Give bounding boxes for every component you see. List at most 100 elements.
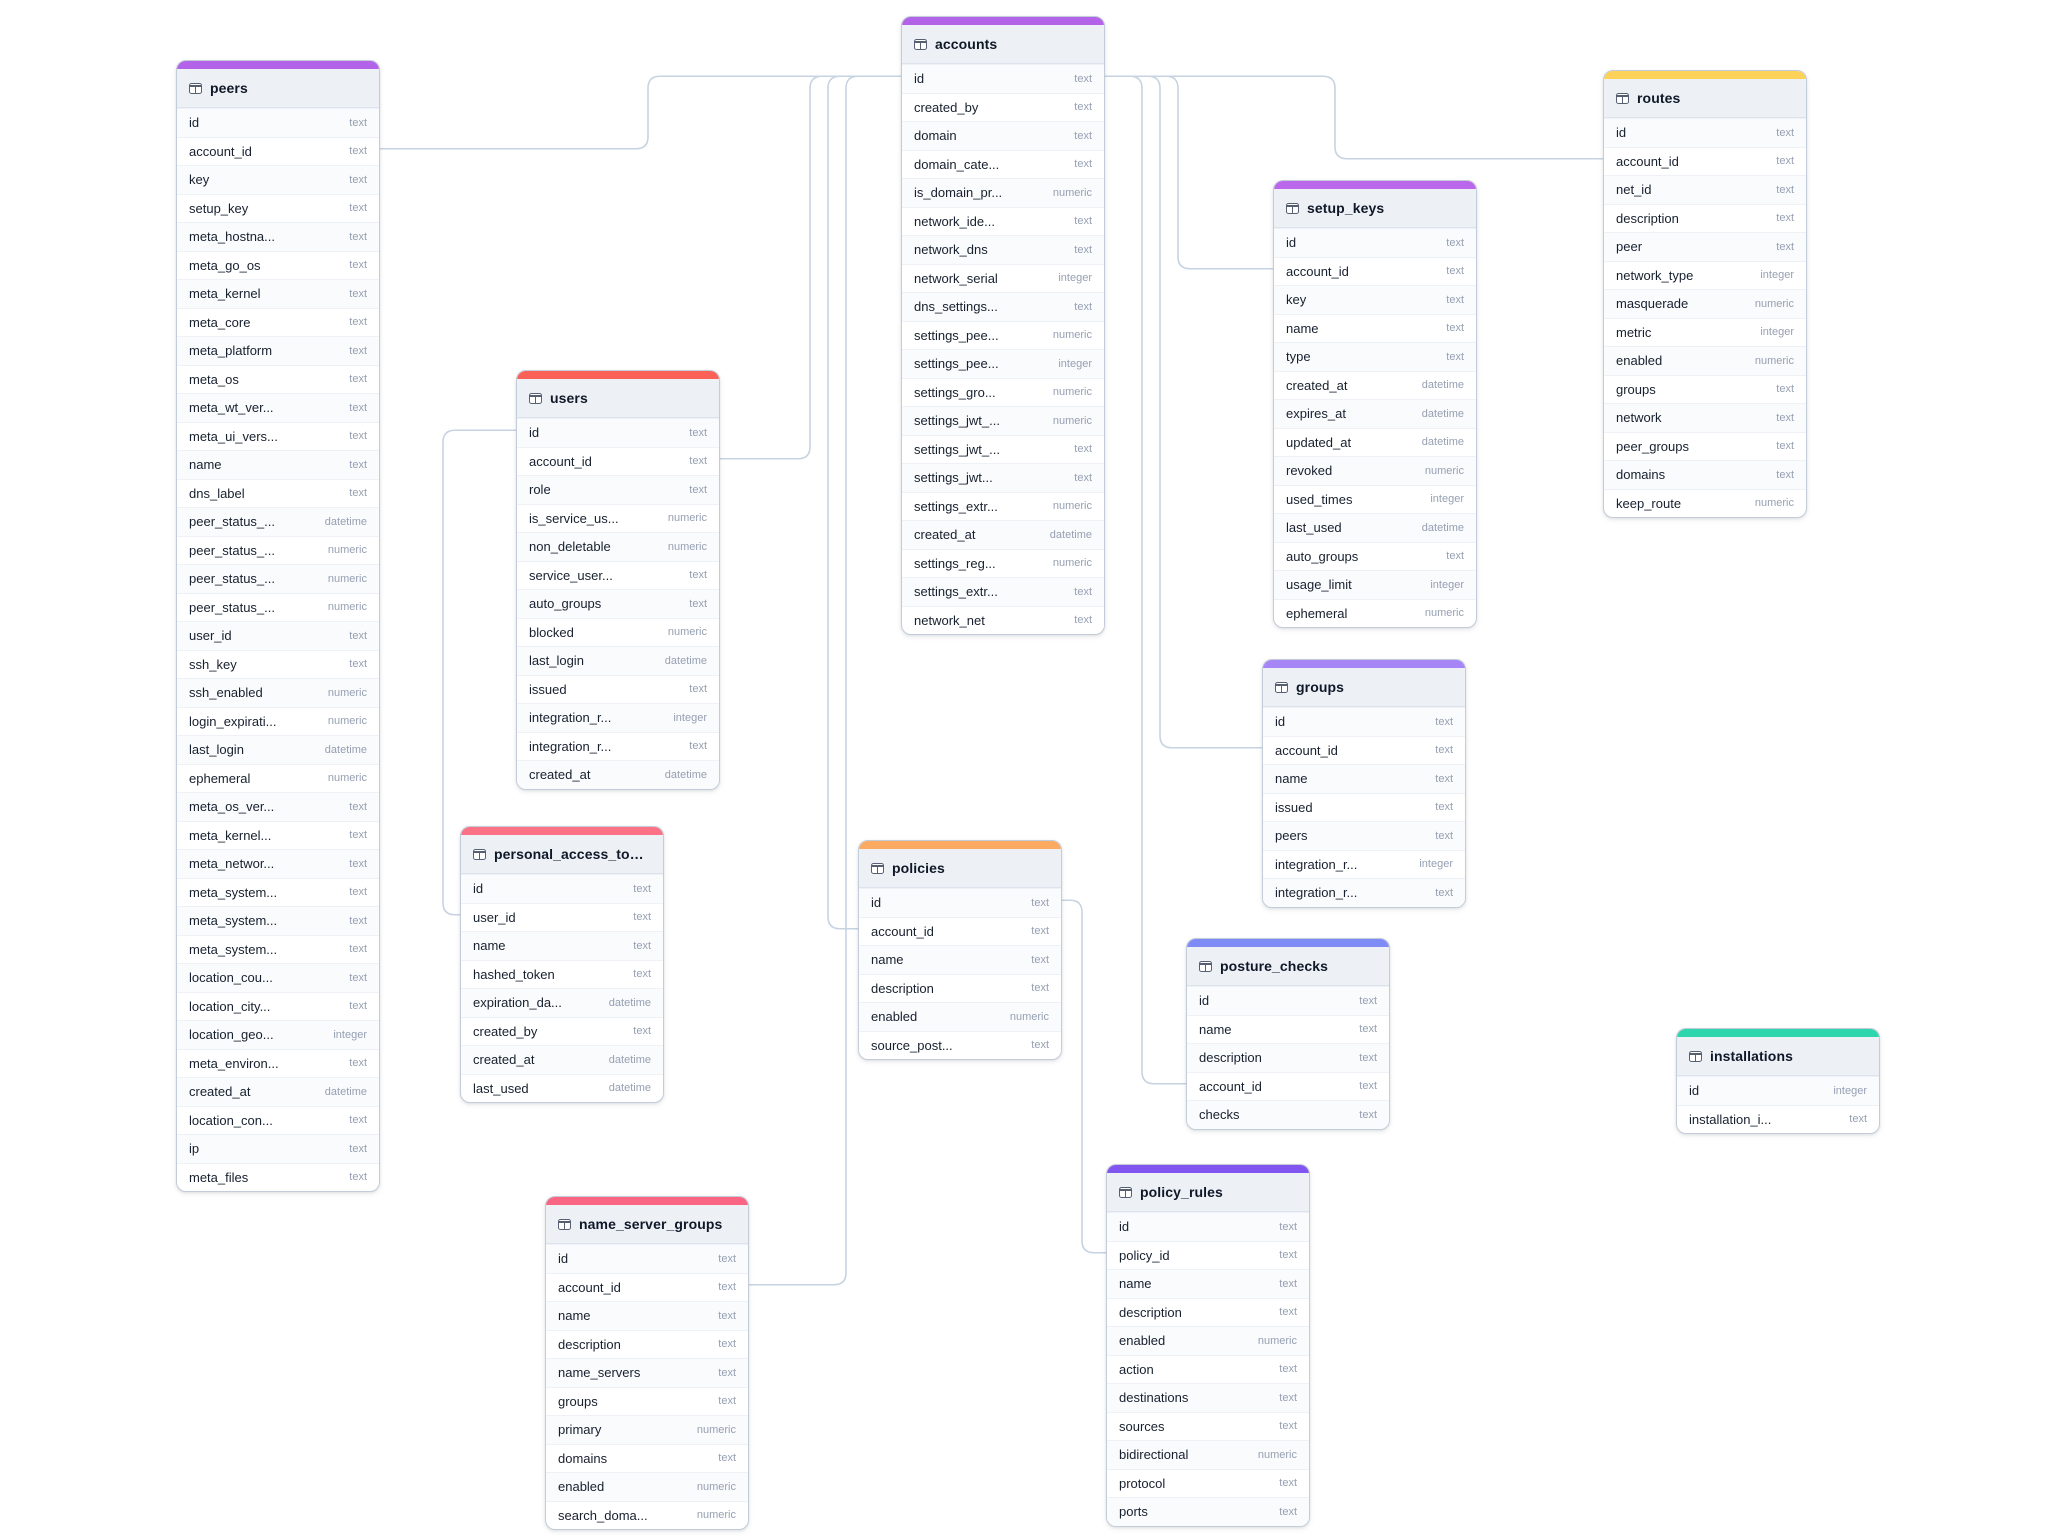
field-name: meta_os_ver... [189,799,275,815]
field-type: numeric [1052,500,1092,513]
field-type: text [1279,1220,1297,1233]
field-name: source_post... [871,1037,953,1053]
field-name: meta_system... [189,913,278,929]
field-name: created_by [914,99,979,115]
table-card-groups[interactable]: groups id text account_id text name text… [1262,659,1466,908]
field-type: datetime [608,1082,651,1095]
field-name: location_geo... [189,1027,274,1043]
table-card-posture_checks[interactable]: posture_checks id text name text descrip… [1186,938,1390,1130]
table-header[interactable]: groups [1263,668,1465,707]
table-header[interactable]: posture_checks [1187,947,1389,986]
field-type: datetime [1421,379,1464,392]
field-type: text [349,373,367,386]
field-type: text [689,740,707,753]
field-row: used_times integer [1274,484,1476,514]
field-name: meta_environ... [189,1055,279,1071]
table-card-routes[interactable]: routes id text account_id text net_id te… [1603,70,1807,518]
table-header[interactable]: personal_access_tokens [461,835,663,874]
field-type: text [349,1171,367,1184]
field-row: settings_pee... integer [902,349,1104,378]
field-type: text [718,1252,736,1265]
table-card-name_server_groups[interactable]: name_server_groups id text account_id te… [545,1196,749,1530]
field-type: text [1279,1420,1297,1433]
field-name: name [189,457,222,473]
field-type: text [1359,1051,1377,1064]
field-row: created_by text [461,1016,663,1046]
field-row: network_dns text [902,235,1104,264]
field-row: id text [517,418,719,447]
connection-peers-accounts [377,75,902,150]
field-row: meta_platform text [177,336,379,365]
field-type: text [1031,925,1049,938]
field-row: integration_r... text [1263,878,1465,907]
field-name: ports [1119,1504,1148,1520]
field-row: bidirectional numeric [1107,1440,1309,1469]
field-name: peer_status_... [189,542,275,558]
field-row: masquerade numeric [1604,289,1806,318]
table-header[interactable]: installations [1677,1037,1879,1076]
field-row: peers text [1263,821,1465,850]
field-name: expires_at [1286,406,1346,422]
field-name: created_at [473,1052,535,1068]
field-name: key [189,172,210,188]
field-type: text [1031,982,1049,995]
field-name: name [1119,1276,1152,1292]
field-type: text [718,1338,736,1351]
table-card-policies[interactable]: policies id text account_id text name te… [858,840,1062,1060]
field-name: account_id [189,143,252,159]
field-type: numeric [1424,464,1464,477]
field-type: text [718,1452,736,1465]
table-header[interactable]: users [517,379,719,418]
field-type: text [1776,411,1794,424]
field-row: account_id text [1263,735,1465,765]
field-name: login_expirati... [189,713,277,729]
table-card-peers[interactable]: peers id text account_id text key text s… [176,60,380,1192]
table-header[interactable]: policy_rules [1107,1173,1309,1212]
table-header[interactable]: policies [859,849,1061,888]
table-header[interactable]: routes [1604,79,1806,118]
field-row: action text [1107,1354,1309,1384]
field-name: ssh_enabled [189,685,263,701]
field-name: used_times [1286,491,1353,507]
field-name: setup_key [189,200,249,216]
table-header[interactable]: peers [177,69,379,108]
field-row: meta_core text [177,307,379,337]
table-card-installations[interactable]: installations id integer installation_i.… [1676,1028,1880,1134]
table-card-users[interactable]: users id text account_id text role text … [516,370,720,790]
table-card-accounts[interactable]: accounts id text created_by text domain … [901,16,1105,635]
table-header[interactable]: setup_keys [1274,189,1476,228]
table-icon [1286,202,1299,214]
table-card-personal_access_tokens[interactable]: personal_access_tokens id text user_id t… [460,826,664,1103]
field-row: enabled numeric [546,1472,748,1501]
field-type: text [1031,1039,1049,1052]
field-type: text [1435,801,1453,814]
field-type: text [1074,585,1092,598]
table-header[interactable]: name_server_groups [546,1205,748,1244]
field-name: network_ide... [914,213,995,229]
field-type: text [1074,129,1092,142]
field-row: meta_system... text [177,934,379,964]
field-name: auto_groups [1286,548,1359,564]
field-name: primary [558,1422,602,1438]
field-name: location_cou... [189,970,273,986]
table-header[interactable]: accounts [902,25,1104,64]
connection-personal_access_tokens-users [442,429,517,916]
connection-users-accounts [717,75,902,460]
field-name: settings_pee... [914,327,999,343]
field-name: policy_id [1119,1247,1170,1263]
field-name: net_id [1616,182,1652,198]
field-type: text [349,316,367,329]
field-type: numeric [327,572,367,585]
field-type: datetime [608,996,651,1009]
field-name: name [1286,320,1319,336]
field-type: text [1776,155,1794,168]
table-card-policy_rules[interactable]: policy_rules id text policy_id text name… [1106,1164,1310,1527]
table-card-setup_keys[interactable]: setup_keys id text account_id text key t… [1273,180,1477,628]
field-row: source_post... text [859,1030,1061,1060]
field-row: enabled numeric [859,1002,1061,1031]
table-title: policy_rules [1140,1184,1223,1200]
field-type: text [1074,72,1092,85]
field-name: issued [529,681,567,697]
field-type: text [1776,240,1794,253]
field-row: issued text [517,674,719,704]
